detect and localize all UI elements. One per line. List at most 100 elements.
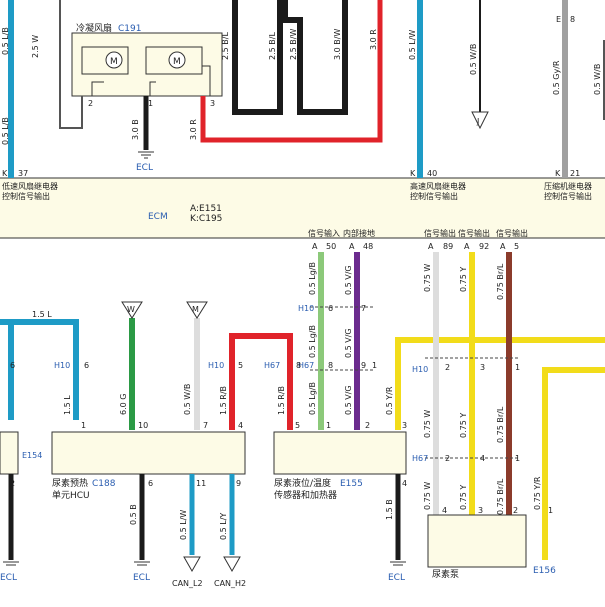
svg-text:0.75 Y: 0.75 Y <box>459 267 468 292</box>
svg-text:3: 3 <box>210 99 215 108</box>
svg-text:J: J <box>476 117 479 126</box>
svg-text:1.5 R/B: 1.5 R/B <box>219 386 228 415</box>
svg-text:尿素泵: 尿素泵 <box>432 568 459 580</box>
svg-text:尿素液位/温度: 尿素液位/温度 <box>274 477 331 489</box>
svg-text:1.5 R/B: 1.5 R/B <box>277 386 286 415</box>
svg-text:6: 6 <box>148 479 153 488</box>
svg-text:2.5 B/L: 2.5 B/L <box>268 32 277 60</box>
svg-text:4: 4 <box>480 454 485 463</box>
svg-text:0.5 B: 0.5 B <box>129 504 138 525</box>
fan-motor-1 <box>81 46 129 75</box>
svg-text:40: 40 <box>427 169 437 178</box>
pump-box <box>427 514 527 568</box>
svg-text:ECL: ECL <box>388 573 405 583</box>
svg-text:ECL: ECL <box>0 573 17 583</box>
svg-text:5: 5 <box>514 242 519 251</box>
svg-text:ECL: ECL <box>133 573 150 583</box>
svg-text:尿素预热: 尿素预热 <box>52 477 88 489</box>
motor-label-1: M <box>110 57 118 67</box>
svg-text:信号输入: 信号输入 <box>308 228 340 238</box>
svg-text:10: 10 <box>138 421 148 430</box>
wire-2-5-w <box>59 0 83 129</box>
svg-text:0.5 V/G: 0.5 V/G <box>344 328 353 358</box>
svg-text:5: 5 <box>238 361 243 370</box>
svg-text:A: A <box>349 242 355 251</box>
splice-m-icon <box>186 301 208 319</box>
svg-text:H10: H10 <box>298 304 314 313</box>
svg-text:0.5 V/G: 0.5 V/G <box>344 265 353 295</box>
svg-text:控制信号输出: 控制信号输出 <box>544 191 592 201</box>
wire-3-0-r <box>200 0 383 143</box>
svg-text:H67: H67 <box>298 361 314 370</box>
svg-text:7: 7 <box>203 421 208 430</box>
svg-text:4: 4 <box>238 421 243 430</box>
splice-j-icon <box>471 111 489 130</box>
top-wires <box>8 0 605 178</box>
svg-text:8: 8 <box>296 361 301 370</box>
ground-ecl-bottom: ECL ECL ECL <box>0 561 406 583</box>
svg-text:1: 1 <box>515 454 520 463</box>
svg-text:0.5 L/B: 0.5 L/B <box>1 27 10 55</box>
svg-text:0.5 Gy/R: 0.5 Gy/R <box>552 60 561 95</box>
svg-text:压缩机继电器: 压缩机继电器 <box>544 181 592 191</box>
splice-w-icon <box>121 301 143 319</box>
svg-text:8: 8 <box>328 361 333 370</box>
svg-text:0.5 L/B: 0.5 L/B <box>1 117 10 145</box>
svg-text:A: A <box>312 242 318 251</box>
svg-text:单元HCU: 单元HCU <box>52 489 90 501</box>
svg-text:A: A <box>464 242 470 251</box>
svg-text:传感器和加热器: 传感器和加热器 <box>274 489 337 501</box>
svg-text:K:C195: K:C195 <box>190 214 222 224</box>
svg-text:H67: H67 <box>264 361 280 370</box>
svg-text:H10: H10 <box>208 361 224 370</box>
svg-text:3.0 R: 3.0 R <box>369 29 378 50</box>
svg-text:3.0 R: 3.0 R <box>189 119 198 140</box>
svg-text:0.5 L/W: 0.5 L/W <box>408 30 417 60</box>
svg-text:1.5 B: 1.5 B <box>385 499 394 520</box>
svg-text:0.5 W/B: 0.5 W/B <box>593 64 602 95</box>
svg-text:5: 5 <box>295 421 300 430</box>
e154-label: E154 <box>22 451 42 460</box>
svg-text:0.75 W: 0.75 W <box>423 410 432 438</box>
svg-text:CAN_L2: CAN_L2 <box>172 579 203 588</box>
svg-text:A: A <box>428 242 434 251</box>
svg-text:2.5 B/W: 2.5 B/W <box>289 29 298 60</box>
svg-text:0.5 L/W: 0.5 L/W <box>179 510 188 540</box>
svg-text:3: 3 <box>478 506 483 515</box>
svg-text:2: 2 <box>513 506 518 515</box>
svg-text:0.5 Lg/B: 0.5 Lg/B <box>308 382 317 415</box>
e154-box <box>0 431 19 475</box>
svg-text:3: 3 <box>402 421 407 430</box>
svg-text:2.5 W: 2.5 W <box>31 35 40 58</box>
svg-text:A:E151: A:E151 <box>190 204 222 214</box>
can-l2-icon <box>183 556 201 573</box>
svg-text:0.75 Y: 0.75 Y <box>459 485 468 510</box>
svg-text:2: 2 <box>88 99 93 108</box>
svg-text:0.75 Y: 0.75 Y <box>459 413 468 438</box>
svg-text:H10: H10 <box>412 365 428 374</box>
wire-2-5-b-l <box>232 0 283 115</box>
svg-text:6: 6 <box>328 304 333 313</box>
svg-text:0.75 Br/L: 0.75 Br/L <box>496 406 505 443</box>
can-h2-icon <box>223 556 241 573</box>
wire-y-r-1 <box>395 337 605 430</box>
svg-text:ECL: ECL <box>136 163 153 173</box>
svg-text:低速风扇继电器: 低速风扇继电器 <box>2 181 58 191</box>
svg-text:6: 6 <box>84 361 89 370</box>
wire-r-b <box>229 333 293 430</box>
c191-code: C191 <box>118 24 141 34</box>
svg-text:E: E <box>556 15 561 24</box>
svg-text:H10: H10 <box>54 361 70 370</box>
svg-text:0.75 Y/R: 0.75 Y/R <box>533 476 542 510</box>
svg-text:0.75 W: 0.75 W <box>423 482 432 510</box>
svg-text:M: M <box>192 305 199 314</box>
svg-text:3: 3 <box>480 363 485 372</box>
svg-text:K: K <box>410 169 416 178</box>
wire-y-r-2 <box>542 367 605 560</box>
svg-text:1: 1 <box>148 99 153 108</box>
svg-text:1: 1 <box>81 421 86 430</box>
svg-text:1: 1 <box>326 421 331 430</box>
svg-text:内部接地: 内部接地 <box>343 228 375 238</box>
svg-text:K: K <box>2 169 8 178</box>
